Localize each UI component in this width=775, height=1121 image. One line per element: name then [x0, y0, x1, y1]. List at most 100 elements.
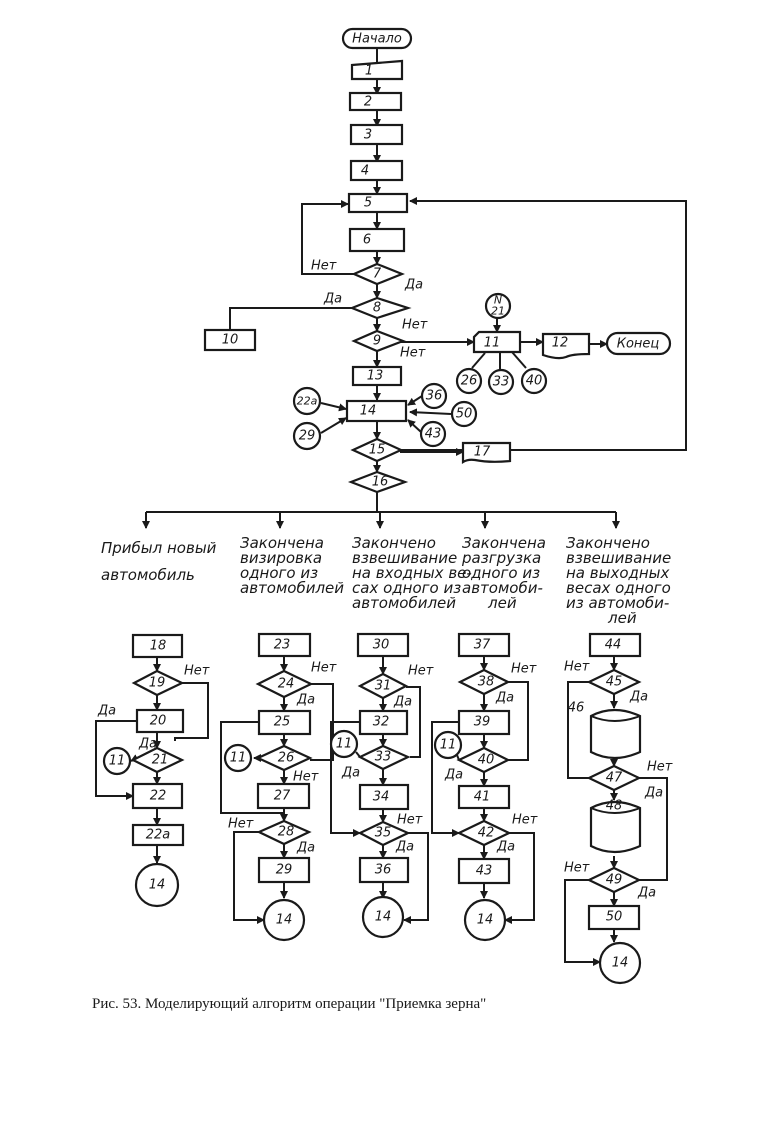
branch-2-header: Закончена визировка одного из автомобиле…: [240, 534, 344, 597]
storage-48: 48: [589, 799, 642, 854]
svg-text:50: 50: [456, 407, 473, 422]
svg-text:42: 42: [478, 826, 495, 841]
svg-text:39: 39: [474, 715, 491, 730]
svg-text:Нет: Нет: [647, 760, 673, 775]
svg-text:сах одного из: сах одного из: [352, 579, 461, 597]
svg-text:Нет: Нет: [400, 346, 426, 361]
svg-text:14: 14: [477, 913, 494, 928]
svg-text:взвешивание: взвешивание: [566, 549, 671, 567]
block-41: 41: [457, 784, 511, 810]
svg-text:Нет: Нет: [311, 661, 337, 676]
block-34: 34: [358, 783, 410, 811]
svg-text:14: 14: [375, 910, 392, 925]
branch-4-lines: [431, 656, 535, 924]
svg-text:40: 40: [478, 753, 495, 768]
svg-text:автомобилей: автомобилей: [240, 579, 344, 597]
svg-text:9: 9: [373, 334, 381, 349]
svg-text:Да: Да: [495, 691, 514, 706]
block-29: 29: [257, 856, 311, 884]
svg-text:автомоби-: автомоби-: [462, 579, 543, 597]
connector-29: 29: [292, 421, 322, 451]
svg-text:17: 17: [474, 445, 491, 460]
svg-text:8: 8: [373, 301, 381, 316]
svg-text:на выходных: на выходных: [566, 564, 670, 582]
connector-n21: N21: [484, 292, 512, 320]
branch-3-lines: [330, 656, 429, 924]
block-37: 37: [457, 632, 511, 658]
connector-14-b5: 14: [598, 941, 642, 985]
decision-28: 28: [256, 819, 312, 846]
branch-1-shapes: 18 19 20 21 22 22а 11 14 Нет Да Да: [97, 633, 210, 908]
svg-text:Да: Да: [341, 766, 360, 781]
svg-text:Да: Да: [629, 690, 648, 705]
svg-text:Да: Да: [296, 841, 315, 856]
svg-text:26: 26: [278, 751, 295, 766]
svg-text:44: 44: [605, 638, 622, 653]
branch-5-lines: [564, 656, 668, 966]
branch-5-shapes: 44 45 46 47 48 49 50 14 Нет Да Нет Да Не…: [564, 632, 673, 985]
svg-text:43: 43: [476, 864, 493, 879]
block-43: 43: [457, 857, 511, 885]
svg-text:15: 15: [369, 443, 386, 458]
svg-text:20: 20: [150, 714, 167, 729]
svg-text:11: 11: [484, 336, 501, 351]
connector-11-b2: 11: [223, 743, 253, 773]
svg-text:29: 29: [299, 429, 316, 444]
decision-31: 31: [357, 672, 409, 700]
svg-text:Да: Да: [496, 840, 515, 855]
main-flow-lines: [142, 48, 687, 529]
block-1: 1: [350, 59, 404, 81]
branch-4-header: Закончена разгрузка одного из автомоби- …: [461, 534, 546, 612]
decision-38: 38: [457, 668, 511, 696]
block-17-document: 17: [461, 441, 512, 464]
svg-text:взвешивание: взвешивание: [352, 549, 457, 567]
svg-text:29: 29: [276, 863, 293, 878]
svg-text:визировка: визировка: [240, 549, 322, 567]
svg-text:22а: 22а: [146, 828, 171, 843]
svg-text:6: 6: [363, 233, 371, 248]
svg-text:Да: Да: [637, 886, 656, 901]
block-27: 27: [256, 782, 311, 810]
branch-1-header: Прибыл новый автомобиль: [101, 539, 217, 584]
block-39: 39: [457, 709, 511, 736]
svg-text:лей: лей: [607, 609, 637, 627]
block-11: 11: [472, 330, 522, 354]
svg-text:12: 12: [552, 336, 569, 351]
branch-1-lines: [95, 657, 209, 864]
block-4: 4: [349, 159, 404, 182]
decision-21: 21: [130, 746, 185, 774]
connector-33: 33: [487, 368, 515, 396]
main-shapes: Начало 1 2 3 4 5 6 7 8 9 10 11 12 Конец …: [203, 27, 672, 494]
block-32: 32: [358, 709, 409, 736]
block-20: 20: [135, 708, 185, 734]
svg-text:Нет: Нет: [184, 664, 210, 679]
svg-text:49: 49: [606, 873, 623, 888]
svg-text:Да: Да: [644, 786, 663, 801]
svg-text:21: 21: [491, 305, 505, 318]
decision-42: 42: [456, 819, 512, 847]
svg-text:Да: Да: [97, 704, 116, 719]
decision-24: 24: [255, 669, 314, 699]
block-36: 36: [358, 856, 410, 884]
branch-4-shapes: 37 38 39 40 41 42 43 11 14 Нет Да Да Нет…: [433, 632, 538, 942]
connector-22a: 22а: [292, 386, 322, 416]
block-13: 13: [351, 365, 403, 387]
svg-text:Закончена: Закончена: [240, 534, 324, 552]
connector-11-b3: 11: [329, 729, 359, 759]
block-30: 30: [356, 632, 410, 658]
decision-33: 33: [357, 744, 411, 771]
svg-text:50: 50: [606, 910, 623, 925]
svg-text:автомобиль: автомобиль: [101, 566, 195, 584]
connector-40: 40: [520, 367, 548, 395]
svg-text:Закончено: Закончено: [566, 534, 650, 552]
svg-text:на входных ве-: на входных ве-: [352, 564, 472, 582]
decision-16: 16: [347, 470, 409, 494]
svg-text:36: 36: [375, 863, 392, 878]
svg-text:31: 31: [375, 679, 392, 694]
svg-text:18: 18: [150, 639, 167, 654]
block-18: 18: [131, 633, 184, 659]
connector-43: 43: [419, 420, 447, 448]
svg-text:Закончено: Закончено: [352, 534, 436, 552]
